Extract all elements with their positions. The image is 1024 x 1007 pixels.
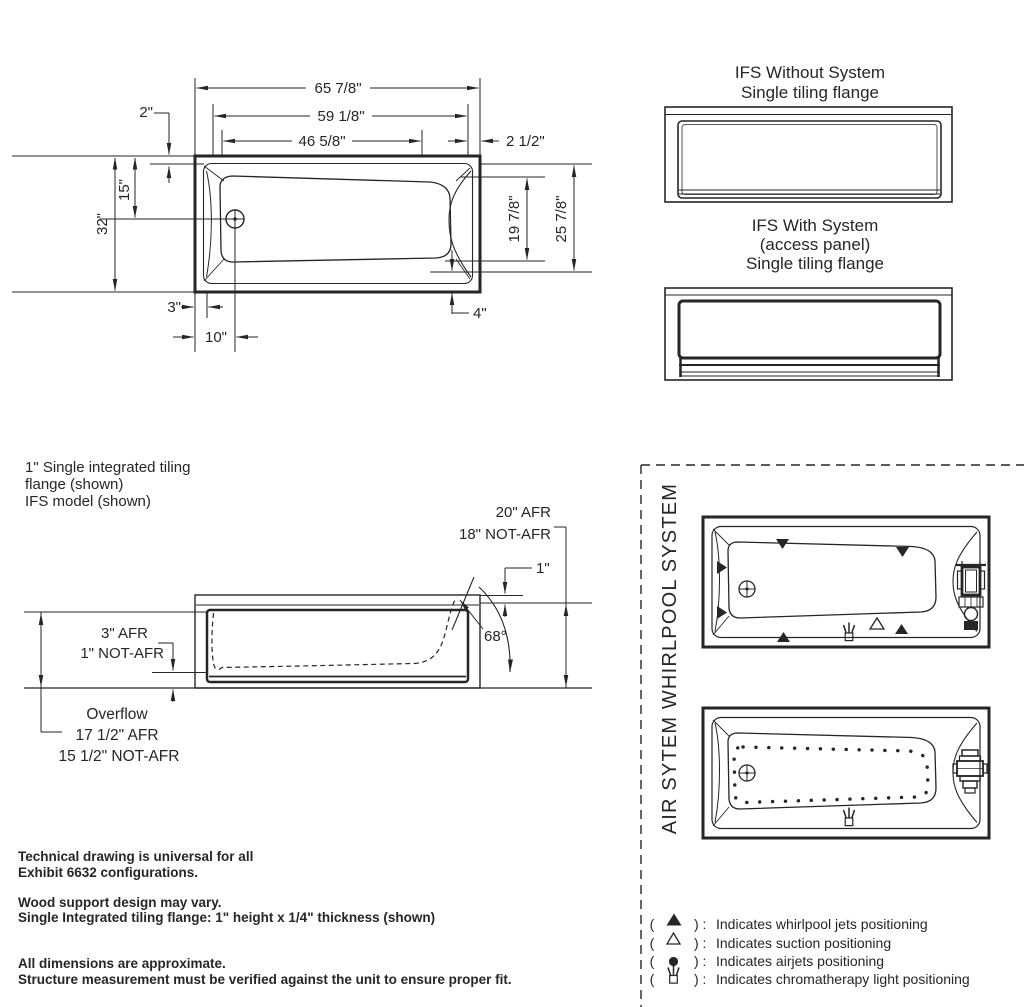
overflow-afr: 17 1/2" AFR <box>75 727 158 744</box>
dim-deck-top: 2" <box>139 104 153 121</box>
legend-paren-open: ( <box>650 953 655 969</box>
whirlpool-jet-icon <box>895 624 908 634</box>
front-view-1-title-line1: IFS Without System <box>735 63 885 82</box>
suction-icon <box>868 616 886 630</box>
air-system-label: AIR SYTEM <box>659 716 681 835</box>
side-view-drawing: 1" Single integrated tiling flange (show… <box>24 459 592 765</box>
whirlpool-jet-icon <box>776 539 789 549</box>
dim-rim-width: 25 7/8" <box>553 195 570 242</box>
dim-floor-length: 46 5/8" <box>298 133 345 150</box>
legend-paren-close: ) : <box>694 916 706 932</box>
legend-paren-open: ( <box>650 916 655 932</box>
whirlpool-jet-icon <box>717 606 727 619</box>
chromatherapy-icon <box>842 807 856 827</box>
dim-drain-from-left: 10" <box>205 329 227 346</box>
front-view-2-title-line1: IFS With System <box>752 216 879 235</box>
dim-overall-width: 32" <box>94 213 111 235</box>
chromatherapy-light-icon <box>667 965 680 984</box>
dim-right-inset: 4" <box>473 305 487 322</box>
dim-flange-height: 1" <box>536 560 550 577</box>
whirlpool-system-label: WHIRLPOOL SYSTEM <box>659 483 681 709</box>
front-view-1-title-line2: Single tiling flange <box>741 83 879 102</box>
dim-floor-width: 19 7/8" <box>506 195 523 242</box>
note-line-4: Single Integrated tiling flange: 1" heig… <box>18 910 435 925</box>
left-wall-contour <box>206 170 212 278</box>
drain-icon <box>225 209 245 229</box>
tub-outer-rim <box>193 154 482 294</box>
tub-apron <box>205 608 470 684</box>
systems-panel: WHIRLPOOL SYSTEM AIR SYTEM <box>640 464 1024 1007</box>
overflow-not-afr: 15 1/2" NOT-AFR <box>59 748 180 765</box>
dim-floor-afr: 3" AFR <box>101 625 148 642</box>
note-line-6: Structure measurement must be verified a… <box>18 972 512 987</box>
open-triangle-icon <box>665 931 682 945</box>
filled-triangle-icon <box>666 913 682 926</box>
pump-icon <box>956 561 986 630</box>
airjets-dots <box>732 745 930 805</box>
front-view-2-title-line3: Single tiling flange <box>746 254 884 273</box>
dim-overall-length: 65 7/8" <box>314 80 361 97</box>
extension-lines <box>12 78 592 352</box>
tub-deck-line <box>202 162 474 285</box>
air-diagram <box>701 706 991 840</box>
dim-not-afr-height: 18" NOT-AFR <box>459 526 551 543</box>
dim-left-inset: 3" <box>167 299 181 316</box>
tub-side-outline <box>194 594 481 689</box>
deck-pinch-right <box>448 170 472 278</box>
side-note-line1: 1" Single integrated tiling <box>25 459 190 476</box>
blower-icon <box>952 749 988 794</box>
legend-item-chromatherapy: Indicates chromatherapy light positionin… <box>716 971 970 987</box>
bathing-well <box>219 175 452 263</box>
notes-block: Technical drawing is universal for all E… <box>18 849 512 987</box>
front-view-with-system: IFS With System (access panel) Single ti… <box>664 216 953 381</box>
legend-paren-open: ( <box>650 971 655 987</box>
whirlpool-jet-icon <box>777 632 790 642</box>
dim-rim-length: 59 1/8" <box>317 108 364 125</box>
interior-floor-profile <box>211 597 458 671</box>
side-note-line3: IFS model (shown) <box>25 493 151 510</box>
front-view-2-title-line2: (access panel) <box>760 235 871 254</box>
legend-paren-close: ) : <box>694 971 706 987</box>
note-line-1: Technical drawing is universal for all <box>18 849 253 864</box>
dim-angle: 68° <box>484 628 507 645</box>
dim-afr-height: 20" AFR <box>496 504 552 521</box>
note-line-3: Wood support design may vary. <box>18 895 222 910</box>
filled-circle-icon <box>668 956 679 967</box>
legend-item-suction: Indicates suction positioning <box>716 935 891 951</box>
front-view-without-system: IFS Without System Single tiling flange <box>664 63 953 203</box>
dim-floor-not-afr: 1" NOT-AFR <box>80 645 164 662</box>
access-panel <box>677 299 942 360</box>
legend-paren-close: ) : <box>694 953 706 969</box>
legend-item-whirlpool-jets: Indicates whirlpool jets positioning <box>716 916 928 932</box>
drain-icon <box>738 580 756 598</box>
dimension-lines <box>112 85 577 340</box>
note-line-2: Exhibit 6632 configurations. <box>18 865 198 880</box>
legend-paren-close: ) : <box>694 935 706 951</box>
dim-deck-right: 2 1/2" <box>506 133 545 150</box>
note-line-5: All dimensions are approximate. <box>18 956 226 971</box>
overflow-label: Overflow <box>86 706 148 723</box>
chromatherapy-icon <box>842 622 856 642</box>
side-note-line2: flange (shown) <box>25 476 123 493</box>
legend: ( ) : Indicates whirlpool jets positioni… <box>650 913 970 987</box>
whirlpool-jet-icon <box>896 547 909 557</box>
dim-drain-from-top: 15" <box>116 179 133 201</box>
legend-item-airjets: Indicates airjets positioning <box>716 953 884 969</box>
whirlpool-jet-icon <box>717 561 727 574</box>
whirlpool-diagram <box>701 515 991 649</box>
top-view-drawing: 65 7/8" 59 1/8" 46 5/8" 2" 2 1/2" 15" 32… <box>12 78 592 352</box>
drain-icon <box>738 764 756 782</box>
legend-paren-open: ( <box>650 935 655 951</box>
